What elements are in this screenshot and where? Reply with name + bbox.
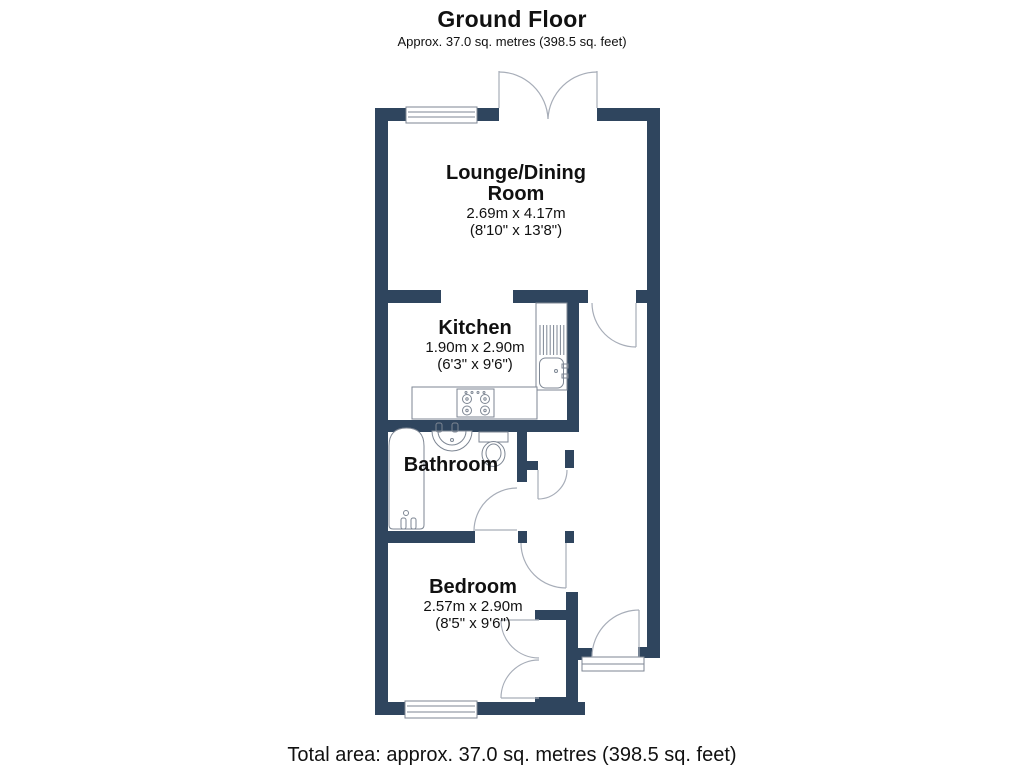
corridor-door-jamb xyxy=(565,450,574,468)
kitchen-hob-unit xyxy=(411,386,538,420)
closet-top-stub xyxy=(535,610,566,620)
bath-tap xyxy=(410,517,417,530)
sink-tap xyxy=(561,373,569,379)
walls xyxy=(375,108,660,715)
kitchen-bathroom-wall xyxy=(375,420,579,432)
room-name: Bathroom xyxy=(403,454,499,476)
bathtub xyxy=(388,427,425,530)
toilet xyxy=(478,431,509,467)
sink-tap xyxy=(561,363,569,369)
room-dimensions-imperial: (8'10" x 13'8") xyxy=(469,222,563,239)
room-name: Lounge/Dining Room xyxy=(446,162,586,205)
basin-drain xyxy=(450,438,454,442)
room-dimensions-metric: 2.69m x 4.17m xyxy=(466,205,566,222)
burner xyxy=(480,405,490,416)
top-wall-right-segment xyxy=(597,108,660,121)
hall-door xyxy=(591,302,637,348)
room-dimensions-imperial: (6'3" x 9'6") xyxy=(437,356,513,373)
room-dimensions-imperial: (8'5" x 9'6") xyxy=(435,615,511,632)
front-doorstep xyxy=(581,656,645,672)
page-title: Ground Floor xyxy=(437,6,587,32)
room-dimensions-metric: 1.90m x 2.90m xyxy=(425,339,525,356)
front-door xyxy=(591,609,640,658)
left-exterior-wall xyxy=(375,108,388,715)
corridor-door xyxy=(537,469,568,500)
lounge-window xyxy=(405,106,478,124)
hob xyxy=(456,388,495,418)
bath-drain xyxy=(403,510,409,516)
bedroom-window xyxy=(404,700,478,719)
lounge-kitchen-wall-left xyxy=(375,290,441,303)
burner xyxy=(480,394,490,404)
bathroom-bedroom-wall-mid xyxy=(518,531,527,543)
toilet-cistern xyxy=(478,431,509,443)
bathroom-bedroom-wall-left xyxy=(375,531,475,543)
closet-double-doors xyxy=(500,619,540,699)
kitchen-counter xyxy=(411,386,538,420)
drainer-lines xyxy=(539,325,565,355)
hall-door-jamb xyxy=(636,290,647,303)
french-doors xyxy=(498,71,598,120)
bathroom-hall-wall xyxy=(517,432,527,482)
wash-basin xyxy=(431,422,473,452)
basin-tap xyxy=(451,422,459,433)
sink-drain xyxy=(554,369,558,373)
room-dimensions-metric: 2.57m x 2.90m xyxy=(423,598,523,615)
bathroom-bedroom-wall-right xyxy=(565,531,574,543)
page-subtitle: Approx. 37.0 sq. metres (398.5 sq. feet) xyxy=(397,34,627,49)
bedroom-door xyxy=(520,542,567,589)
front-door-right-jamb xyxy=(638,647,647,658)
bath-tap xyxy=(400,517,407,530)
burner xyxy=(462,394,472,404)
right-exterior-wall xyxy=(647,108,660,658)
room-label-kitchen: Kitchen 1.90m x 2.90m (6'3" x 9'6") xyxy=(395,317,555,374)
total-area-text: Total area: approx. 37.0 sq. metres (398… xyxy=(287,744,737,766)
bathroom-door xyxy=(473,487,518,532)
bedroom-hall-wall xyxy=(566,592,578,702)
room-name: Kitchen xyxy=(438,317,512,339)
kitchen-sink-unit xyxy=(535,302,569,391)
burner xyxy=(462,405,472,416)
sink-basin xyxy=(539,357,564,389)
room-label-bathroom: Bathroom xyxy=(371,455,531,476)
kitchen-hall-wall xyxy=(567,303,579,420)
room-name: Bedroom xyxy=(429,576,517,598)
lounge-kitchen-wall-right xyxy=(513,290,588,303)
basin-tap xyxy=(435,422,443,433)
corridor-door-stub xyxy=(527,461,538,470)
room-label-lounge: Lounge/Dining Room 2.69m x 4.17m (8'10" … xyxy=(431,162,601,240)
room-label-bedroom: Bedroom 2.57m x 2.90m (8'5" x 9'6") xyxy=(393,576,553,633)
closet-bottom-stub xyxy=(535,697,566,705)
